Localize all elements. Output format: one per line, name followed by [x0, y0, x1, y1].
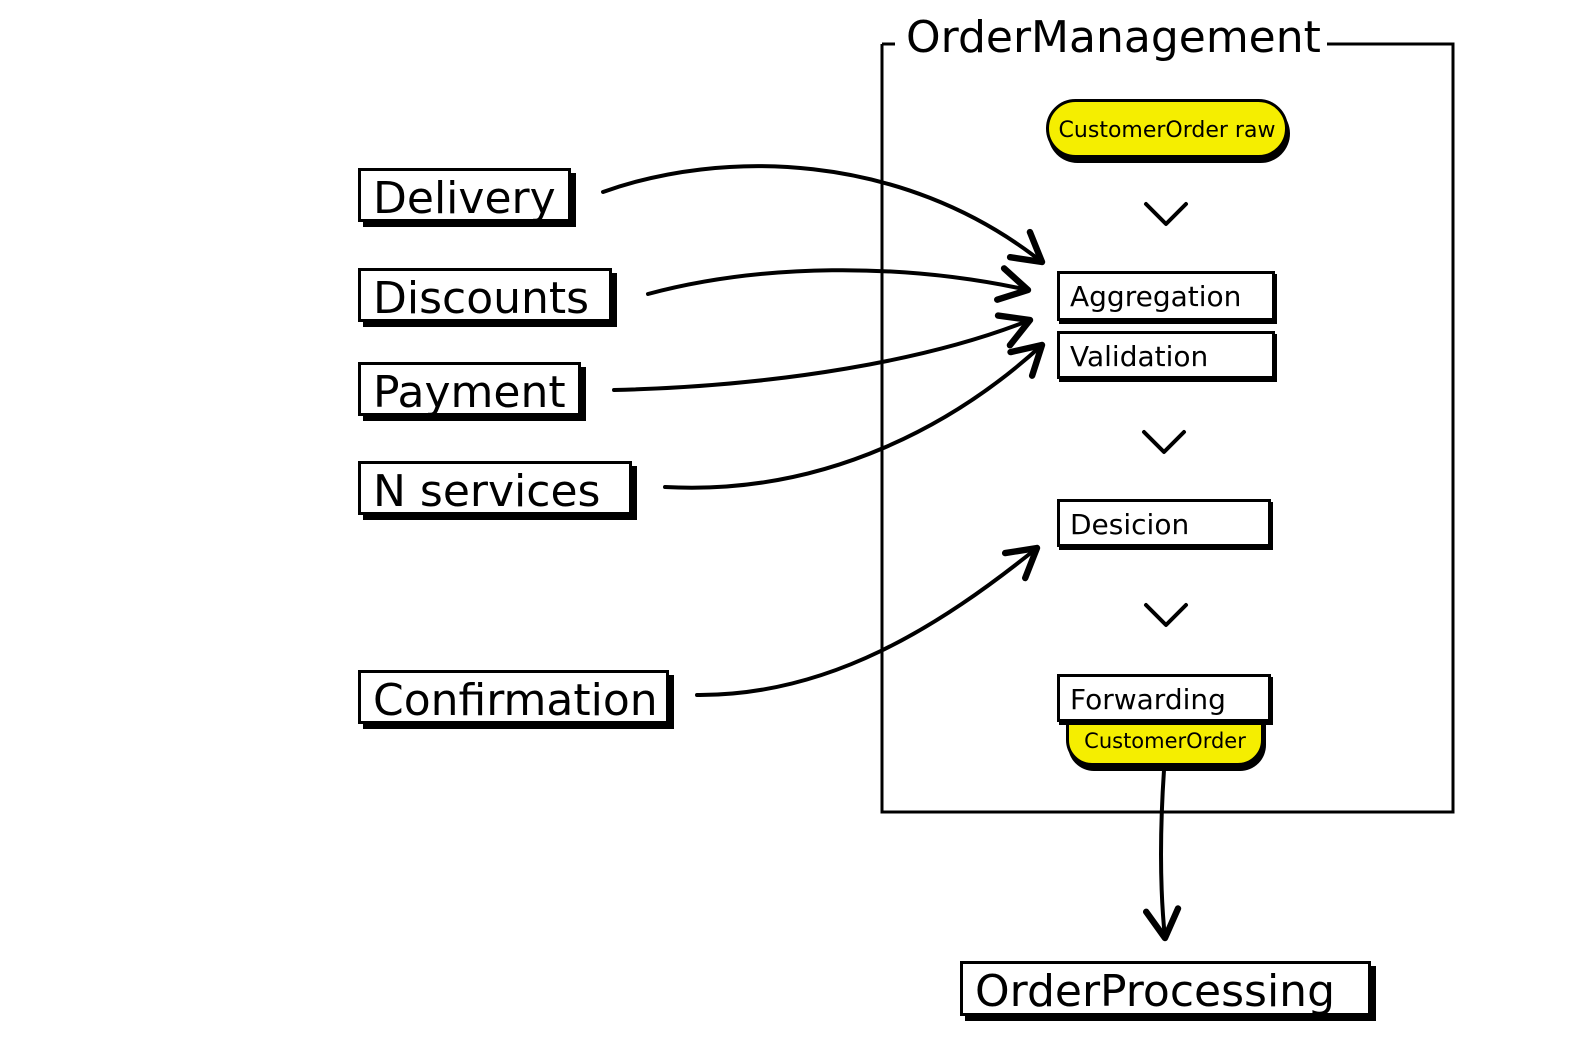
confirmation-node[interactable]: Confirmation	[358, 670, 669, 724]
arrow-n-services-to-validation	[663, 341, 1046, 490]
delivery-node[interactable]: Delivery	[358, 168, 571, 222]
chevron-down-icon	[1142, 430, 1186, 454]
chevron-down-icon	[1144, 603, 1188, 627]
discounts-node[interactable]: Discounts	[358, 268, 612, 322]
order-processing-node[interactable]: OrderProcessing	[960, 961, 1371, 1016]
arrow-payment-to-aggregation	[612, 312, 1034, 392]
decision-step[interactable]: Desicion	[1057, 499, 1271, 547]
aggregation-step[interactable]: Aggregation	[1057, 271, 1275, 321]
arrow-forwarding-to-order-processing	[1142, 768, 1182, 942]
arrow-discounts-to-aggregation	[646, 265, 1032, 303]
chevron-down-icon	[1144, 202, 1188, 226]
n-services-node[interactable]: N services	[358, 461, 632, 515]
validation-step[interactable]: Validation	[1057, 331, 1275, 379]
arrow-delivery-to-aggregation	[601, 164, 1046, 266]
payment-node[interactable]: Payment	[358, 362, 581, 416]
customer-order-raw-badge: CustomerOrder raw	[1046, 99, 1288, 158]
arrow-confirmation-to-decision	[695, 544, 1041, 698]
order-management-title: OrderManagement	[900, 13, 1327, 63]
forwarding-step[interactable]: Forwarding	[1057, 674, 1271, 722]
order-management-frame	[880, 42, 1455, 814]
